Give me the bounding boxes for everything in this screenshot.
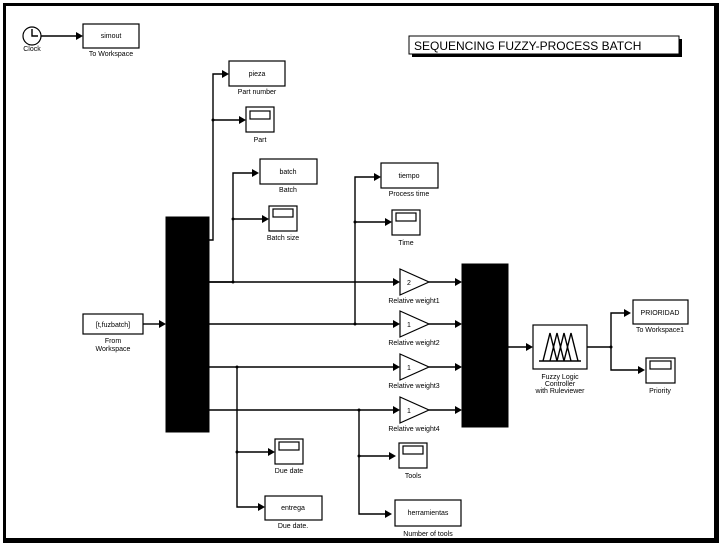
from-workspace-label-1: From [105, 338, 122, 345]
to-workspace-value: simout [101, 33, 122, 40]
herramientas-label: Number of tools [403, 531, 453, 538]
herramientas-value: herramientas [408, 510, 449, 517]
diagram-title: SEQUENCING FUZZY-PROCESS BATCH [414, 39, 641, 53]
priority-scope[interactable]: Priority [645, 357, 676, 395]
gain2-value: 1 [407, 322, 411, 329]
time-scope-label: Time [398, 240, 413, 247]
title-annotation[interactable]: SEQUENCING FUZZY-PROCESS BATCH [408, 35, 682, 57]
diagram-frame [3, 3, 719, 543]
gain4-value: 1 [407, 408, 411, 415]
part-number-label: Part number [238, 89, 277, 96]
prioridad-label: To Workspace1 [636, 327, 684, 334]
part-number-block[interactable]: pieza Part number [228, 60, 286, 96]
batch-value: batch [279, 169, 296, 176]
process-time-label: Process time [389, 191, 430, 198]
batch-label: Batch [279, 187, 297, 194]
prioridad-block[interactable]: PRIORIDAD To Workspace1 [632, 299, 689, 334]
fuzzy-logic-controller-block[interactable]: Fuzzy Logic Controller with Ruleviewer [532, 324, 588, 395]
entrega-value: entrega [281, 505, 305, 512]
gain1-label: Relative weight1 [388, 298, 439, 305]
tools-scope[interactable]: Tools [398, 442, 428, 480]
gain3-label: Relative weight3 [388, 383, 439, 390]
fuzzy-label-1: Fuzzy Logic [541, 374, 579, 381]
process-time-block[interactable]: tiempo Process time [380, 162, 439, 198]
batch-size-scope[interactable]: Batch size [267, 205, 299, 242]
priority-scope-label: Priority [649, 388, 671, 395]
time-scope[interactable]: Time [391, 209, 421, 247]
to-workspace-block[interactable]: simout To Workspace [82, 23, 140, 58]
gain-block-2[interactable]: 1 Relative weight2 [388, 310, 440, 347]
from-workspace-label-2: Workspace [96, 346, 131, 353]
part-number-value: pieza [249, 71, 266, 78]
due-date-scope[interactable]: Due date [274, 438, 304, 475]
gain2-label: Relative weight2 [388, 340, 439, 347]
prioridad-value: PRIORIDAD [641, 310, 680, 317]
due-date-scope-label: Due date [275, 468, 304, 475]
fuzzy-label-3: with Ruleviewer [534, 388, 585, 395]
mux-block[interactable] [461, 263, 509, 428]
gain4-label: Relative weight4 [388, 426, 439, 433]
gain-block-1[interactable]: 2 Relative weight1 [388, 268, 440, 305]
gain1-value: 2 [407, 280, 411, 287]
to-workspace-label: To Workspace [89, 51, 133, 58]
herramientas-block[interactable]: herramientas Number of tools [394, 499, 462, 538]
clock-block[interactable]: Clock [22, 26, 42, 53]
demux-block[interactable] [165, 216, 210, 433]
batch-size-label: Batch size [267, 235, 299, 242]
entrega-block[interactable]: entrega Due date. [264, 495, 323, 530]
entrega-label: Due date. [278, 523, 308, 530]
gain3-value: 1 [407, 365, 411, 372]
fuzzy-label-2: Controller [545, 381, 576, 388]
gain-block-4[interactable]: 1 Relative weight4 [388, 396, 440, 433]
tools-scope-label: Tools [405, 473, 422, 480]
part-scope[interactable]: Part [245, 106, 275, 144]
batch-block[interactable]: batch Batch [259, 158, 318, 194]
membership-functions-icon [539, 332, 581, 362]
process-time-value: tiempo [398, 173, 419, 180]
from-workspace-block[interactable]: [t,fuzbatch] From Workspace [82, 313, 144, 353]
clock-label: Clock [23, 46, 41, 53]
from-workspace-value: [t,fuzbatch] [96, 322, 130, 329]
gain-block-3[interactable]: 1 Relative weight3 [388, 353, 440, 390]
part-scope-label: Part [254, 137, 267, 144]
